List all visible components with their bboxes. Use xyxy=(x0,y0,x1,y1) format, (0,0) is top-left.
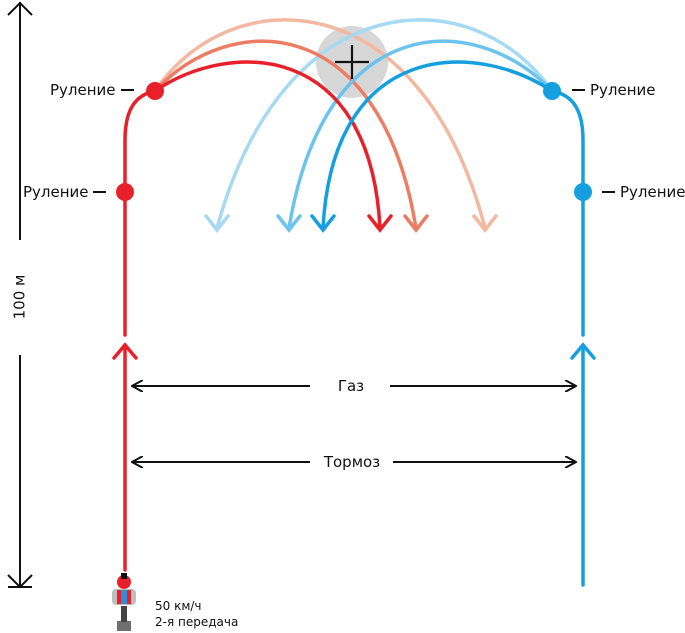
red-steer-point-top xyxy=(146,82,164,100)
blue-path xyxy=(550,89,585,587)
brake-label: Тормоз xyxy=(323,453,380,471)
gear-label: 2-я передача xyxy=(155,615,238,629)
blue-mid-arrowhead xyxy=(276,214,302,233)
steer-label-right-top: Руление xyxy=(590,81,656,99)
throttle-label: Газ xyxy=(338,377,364,395)
speed-label: 50 км/ч xyxy=(155,599,202,613)
blue-light-arrowhead xyxy=(204,214,230,233)
red-arc xyxy=(153,60,382,230)
red-mid-arrowhead xyxy=(403,214,429,233)
blue-steer-point-top xyxy=(543,82,561,100)
red-steer-point-mid xyxy=(116,183,134,201)
red-light-arrowhead xyxy=(472,214,498,233)
distance-label: 100 м xyxy=(11,275,29,320)
red-arrowhead xyxy=(367,214,393,233)
crosshair-icon xyxy=(335,45,369,79)
steer-label-right-mid: Руление xyxy=(620,183,685,201)
blue-arc xyxy=(321,60,554,230)
blue-steer-point-mid xyxy=(574,183,592,201)
red-path xyxy=(123,89,157,572)
red-light-arc xyxy=(153,18,487,230)
distance-scale xyxy=(7,1,33,589)
steer-label-left-top: Руление xyxy=(50,81,116,99)
motorcycle-rider-icon xyxy=(112,573,136,631)
blue-light-arc xyxy=(215,18,554,230)
red-path-arrowhead xyxy=(112,342,138,360)
steer-label-left-mid: Руление xyxy=(23,183,89,201)
blue-path-arrowhead xyxy=(570,342,596,360)
red-mid-arc xyxy=(153,39,418,230)
blue-arrowhead xyxy=(310,214,336,233)
blue-mid-arc xyxy=(287,39,554,230)
